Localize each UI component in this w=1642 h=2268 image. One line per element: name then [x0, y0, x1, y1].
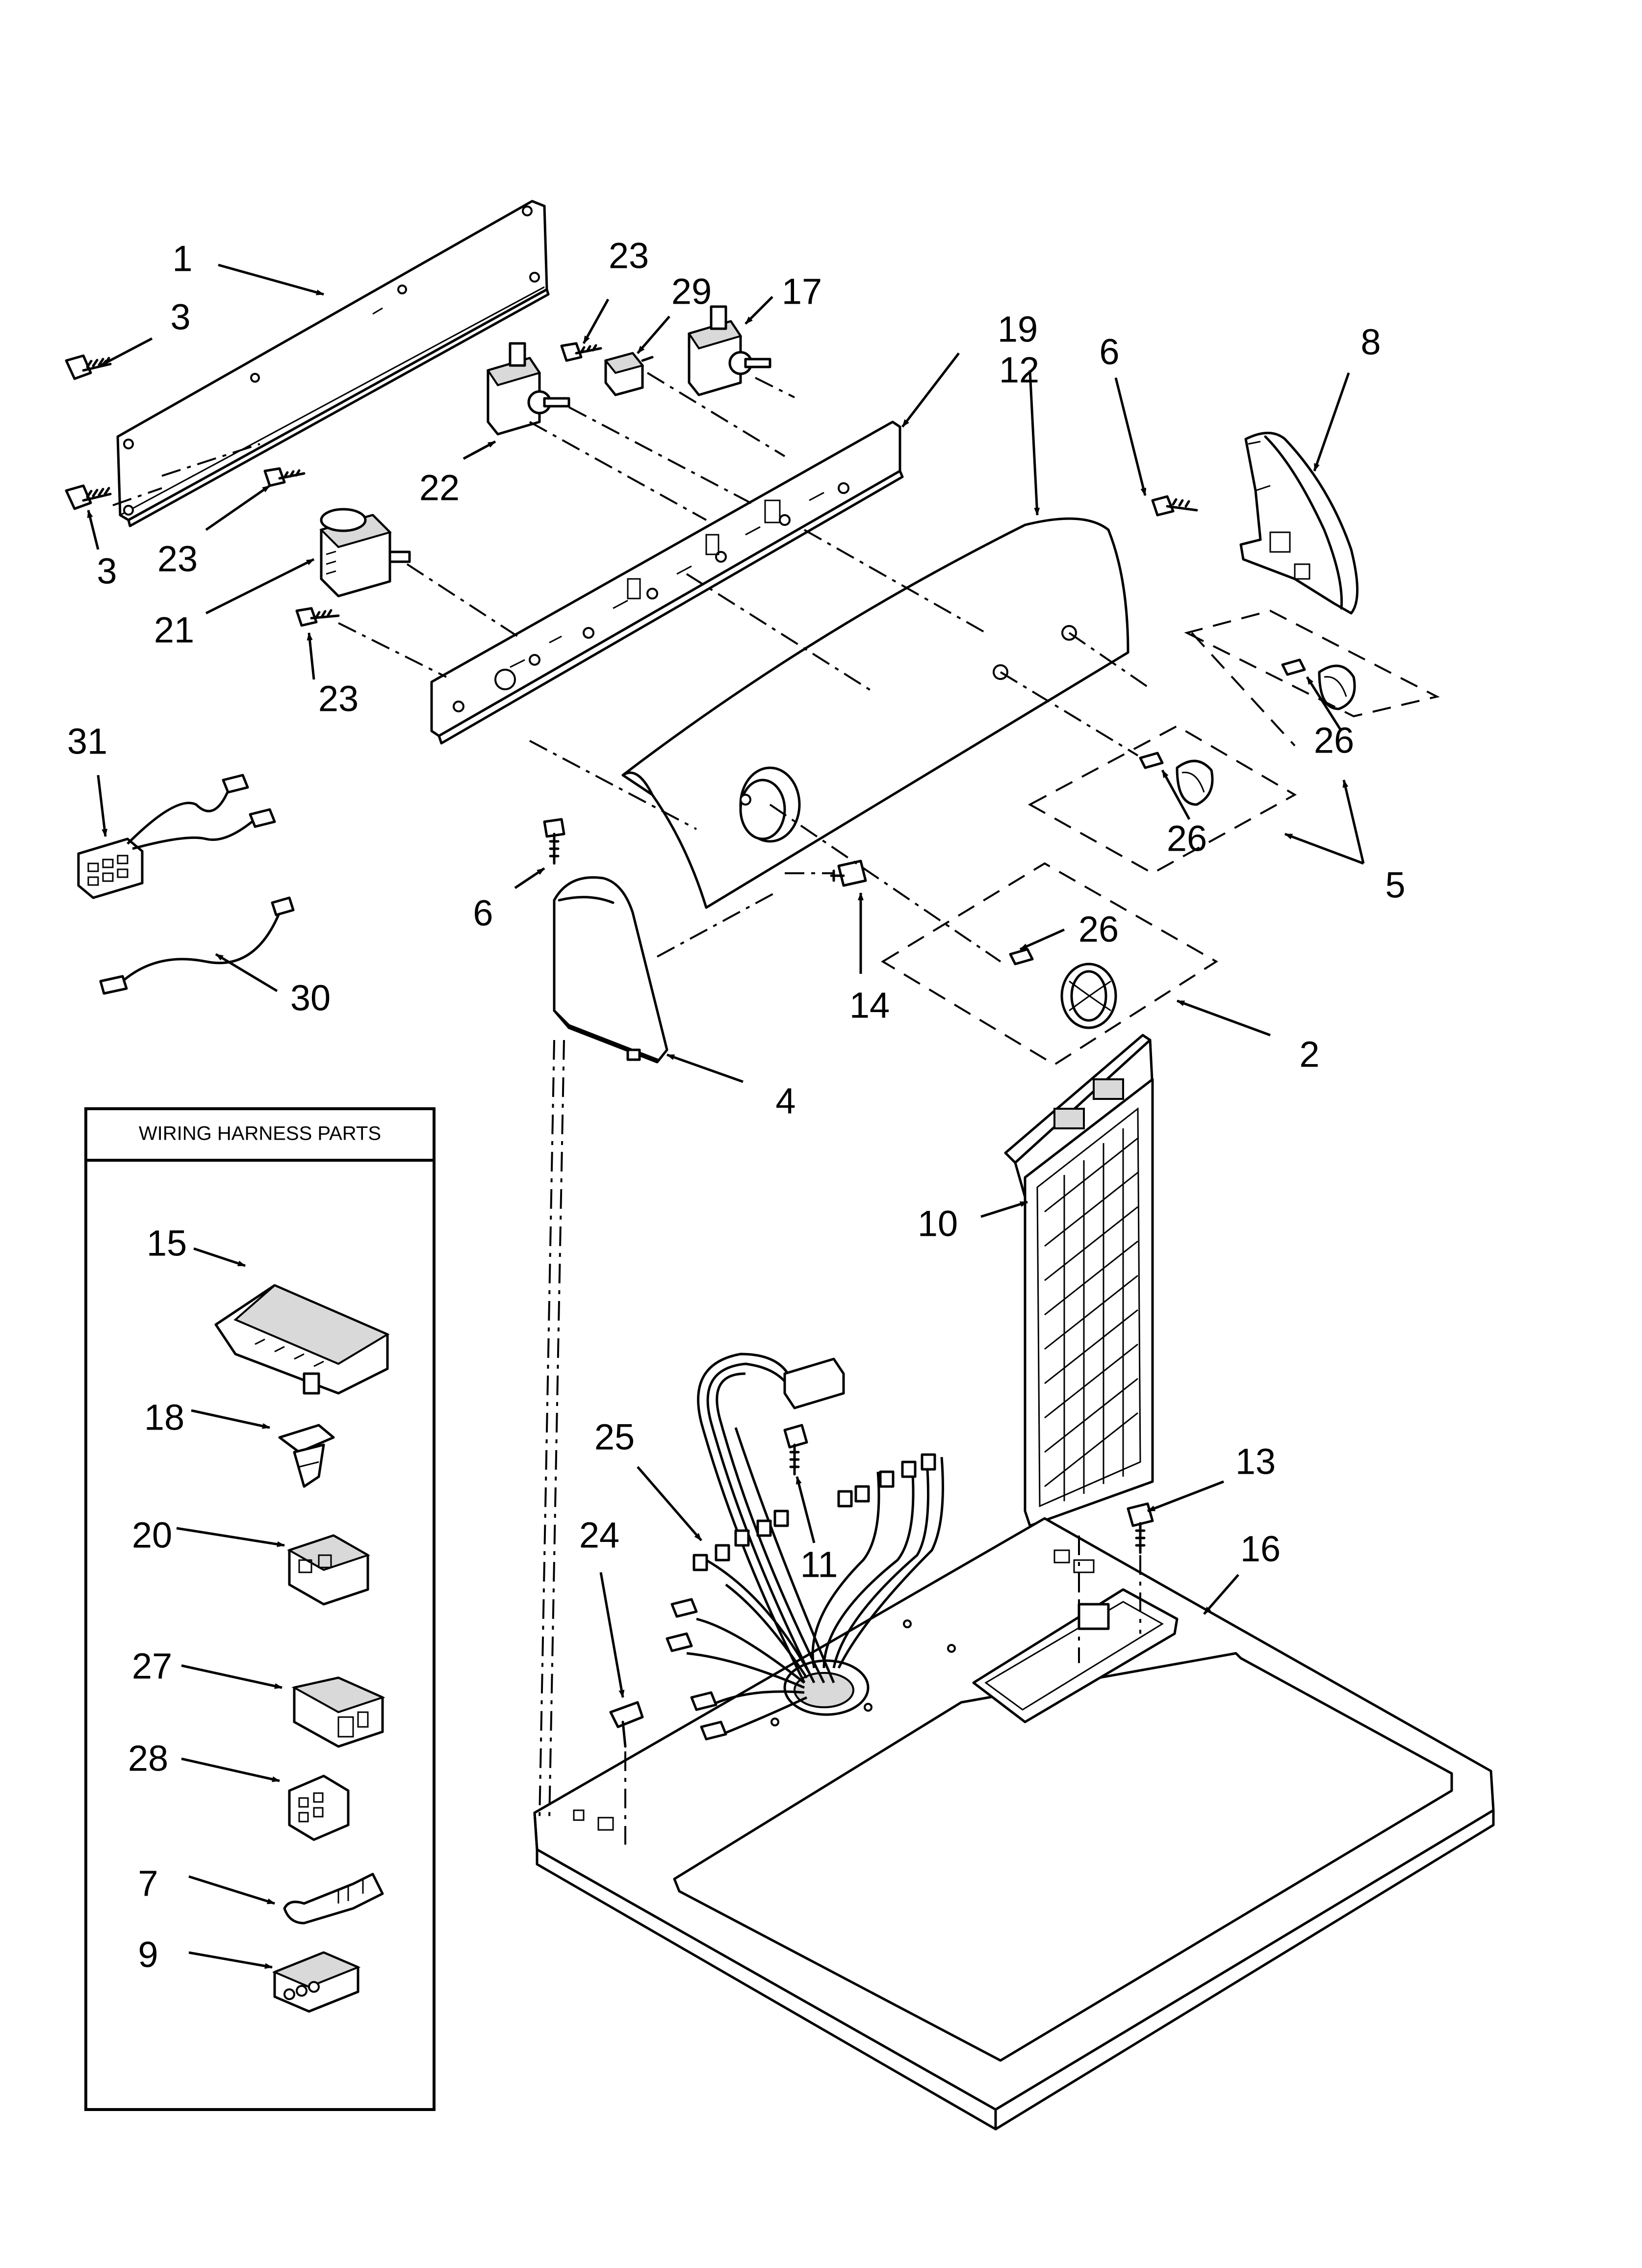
switch-22 [486, 342, 570, 436]
callout-3-upper: 3 [170, 297, 190, 338]
callout-16: 16 [1240, 1529, 1281, 1569]
wiring-harness-parts-box: WIRING HARNESS PARTS [84, 1107, 436, 2111]
callout-12: 12 [999, 350, 1039, 391]
part-9-connector [272, 1951, 361, 2013]
callout-19: 19 [998, 309, 1038, 350]
callout-7: 7 [138, 1863, 158, 1904]
part-28-connector [288, 1774, 350, 1841]
callout-labels: 1 3 3 23 29 17 19 12 6 8 22 23 21 23 26 … [67, 235, 1406, 1975]
callout-3-lower: 3 [97, 551, 117, 592]
callout-22: 22 [419, 468, 460, 508]
end-cap-8 [1239, 432, 1359, 615]
callout-26-top: 26 [1314, 720, 1354, 761]
callout-27: 27 [132, 1646, 172, 1687]
callout-31: 31 [67, 721, 107, 762]
callout-6-lower: 6 [473, 893, 493, 934]
callout-10: 10 [918, 1203, 958, 1244]
knob-2 [1060, 963, 1117, 1029]
callout-29: 29 [671, 271, 712, 312]
callout-21: 21 [154, 610, 194, 651]
part-27-connector [291, 1676, 385, 1748]
part-7-terminal [283, 1873, 384, 1925]
harness-terminals [666, 1453, 936, 1741]
knob-clip-26-top [1281, 658, 1306, 676]
lint-screen-10 [1004, 1034, 1154, 1527]
callout-11: 11 [800, 1544, 838, 1585]
callout-23-top: 23 [609, 235, 649, 276]
callout-1: 1 [172, 238, 192, 279]
leader-arrows [87, 263, 1365, 1969]
callout-25: 25 [594, 1417, 635, 1458]
screw-23-low [295, 607, 340, 627]
part-20-connector [287, 1534, 370, 1606]
top-panel-16 [533, 1517, 1495, 2131]
callout-4: 4 [775, 1081, 795, 1121]
callout-26-mid: 26 [1167, 818, 1207, 859]
rear-console-panel [116, 200, 550, 527]
callout-17: 17 [782, 271, 822, 312]
harness-box-title: WIRING HARNESS PARTS [139, 1123, 381, 1145]
callout-24: 24 [579, 1515, 619, 1556]
assembly-phantom-lines [112, 372, 1440, 1845]
callout-18: 18 [144, 1397, 184, 1438]
screw-3-upper [65, 354, 112, 380]
screw-23-mid [263, 467, 306, 487]
callout-20: 20 [132, 1515, 172, 1556]
callout-6-upper: 6 [1099, 332, 1119, 372]
harness-31 [77, 774, 276, 899]
console-bracket-19 [430, 420, 904, 745]
callout-15: 15 [147, 1223, 187, 1264]
callout-26-low: 26 [1078, 909, 1119, 950]
part-18-clip [278, 1424, 335, 1488]
screw-3-lower [65, 484, 112, 510]
knob-clip-26-low [1009, 948, 1034, 965]
knob-clip-26-mid [1139, 752, 1164, 769]
console-12 [621, 517, 1129, 909]
knob-5-top [1318, 664, 1356, 710]
screw-14 [830, 860, 867, 887]
main-harness-25 [666, 1353, 944, 1741]
callout-8: 8 [1360, 322, 1381, 363]
connector-29 [604, 352, 654, 396]
callout-28: 28 [128, 1738, 168, 1779]
clip-24 [609, 1701, 644, 1748]
lint-screen-mesh [1044, 1128, 1138, 1501]
callout-30: 30 [290, 978, 331, 1018]
wire-30 [99, 896, 295, 995]
callout-23-mid: 23 [157, 539, 198, 579]
knob-5-mid [1176, 759, 1214, 806]
callout-2: 2 [1299, 1034, 1319, 1075]
timer-21 [319, 508, 411, 598]
screw-6-lower [543, 818, 565, 865]
screw-13 [1127, 1502, 1154, 1554]
callout-5: 5 [1385, 865, 1405, 906]
end-cap-4 [553, 876, 668, 1064]
callout-23-low: 23 [318, 678, 359, 719]
callout-9: 9 [138, 1934, 158, 1975]
screw-6-upper [1151, 495, 1198, 517]
screw-23-top [560, 342, 602, 362]
part-15-connector [214, 1284, 390, 1395]
screw-11 [783, 1424, 808, 1476]
switch-17 [687, 305, 771, 396]
callout-13: 13 [1235, 1441, 1276, 1482]
callout-14: 14 [849, 985, 890, 1026]
